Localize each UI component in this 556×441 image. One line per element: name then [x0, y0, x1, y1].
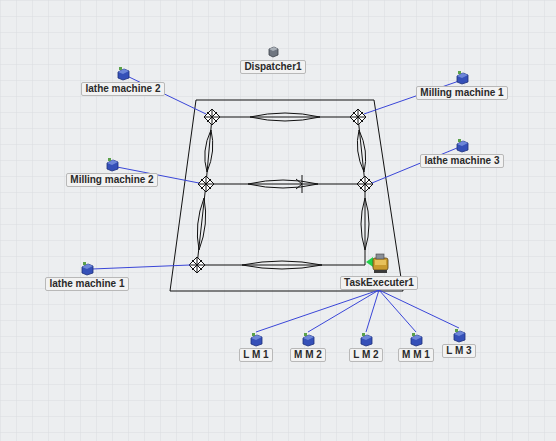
- machine-object: Milling machine 1: [416, 71, 507, 100]
- dispatcher-object: Dispatcher1: [240, 45, 305, 74]
- network-link: [92, 265, 190, 269]
- path-arrow: [296, 179, 302, 189]
- te-icon: [366, 253, 392, 275]
- task-link: [308, 290, 379, 332]
- task-link: [379, 290, 416, 332]
- path-line: [212, 117, 358, 118]
- machine-object: lathe machine 3: [420, 139, 503, 168]
- mach-icon: [249, 333, 263, 347]
- path-line: [197, 184, 206, 265]
- path-lens: [248, 180, 318, 188]
- disp-icon: [266, 45, 280, 59]
- object-label: Dispatcher1: [240, 60, 305, 74]
- path-line: [197, 265, 365, 266]
- mach-icon: [105, 158, 119, 172]
- path-line: [206, 117, 212, 184]
- machine-object: L M 2: [349, 333, 382, 362]
- mach-icon: [301, 333, 315, 347]
- object-label: M M 1: [398, 348, 434, 362]
- machine-object: lathe machine 2: [81, 67, 164, 96]
- object-label: L M 2: [349, 348, 382, 362]
- object-label: L M 1: [239, 348, 272, 362]
- machine-object: L M 3: [442, 329, 475, 358]
- object-label: lathe machine 2: [81, 82, 164, 96]
- path-lens: [197, 198, 205, 250]
- mach-icon: [452, 329, 466, 343]
- machine-object: M M 2: [290, 333, 326, 362]
- path-lens: [205, 130, 213, 172]
- mach-icon: [455, 139, 469, 153]
- task-link: [379, 290, 459, 328]
- mach-icon: [409, 333, 423, 347]
- machine-object: L M 1: [239, 333, 272, 362]
- path-line: [206, 184, 365, 185]
- task-executer: TaskExecuter1: [340, 253, 418, 290]
- path-boundary: [170, 100, 403, 291]
- mach-icon: [116, 67, 130, 81]
- path-lens: [357, 130, 365, 172]
- path-lens: [361, 198, 369, 250]
- path-line: [358, 117, 365, 184]
- machine-object: lathe machine 1: [45, 262, 128, 291]
- mach-icon: [359, 333, 373, 347]
- path-line: [365, 184, 366, 265]
- object-label: Milling machine 2: [66, 173, 157, 187]
- object-label: L M 3: [442, 344, 475, 358]
- machine-object: Milling machine 2: [66, 158, 157, 187]
- object-label: Milling machine 1: [416, 86, 507, 100]
- object-label: M M 2: [290, 348, 326, 362]
- object-label: lathe machine 3: [420, 154, 503, 168]
- mach-icon: [455, 71, 469, 85]
- path-lens: [242, 261, 322, 269]
- object-label: TaskExecuter1: [340, 276, 418, 290]
- machine-object: M M 1: [398, 333, 434, 362]
- mach-icon: [80, 262, 94, 276]
- path-lens: [250, 113, 320, 121]
- task-link: [256, 290, 379, 332]
- task-link: [366, 290, 379, 332]
- network-nodes: [189, 109, 373, 273]
- object-label: lathe machine 1: [45, 277, 128, 291]
